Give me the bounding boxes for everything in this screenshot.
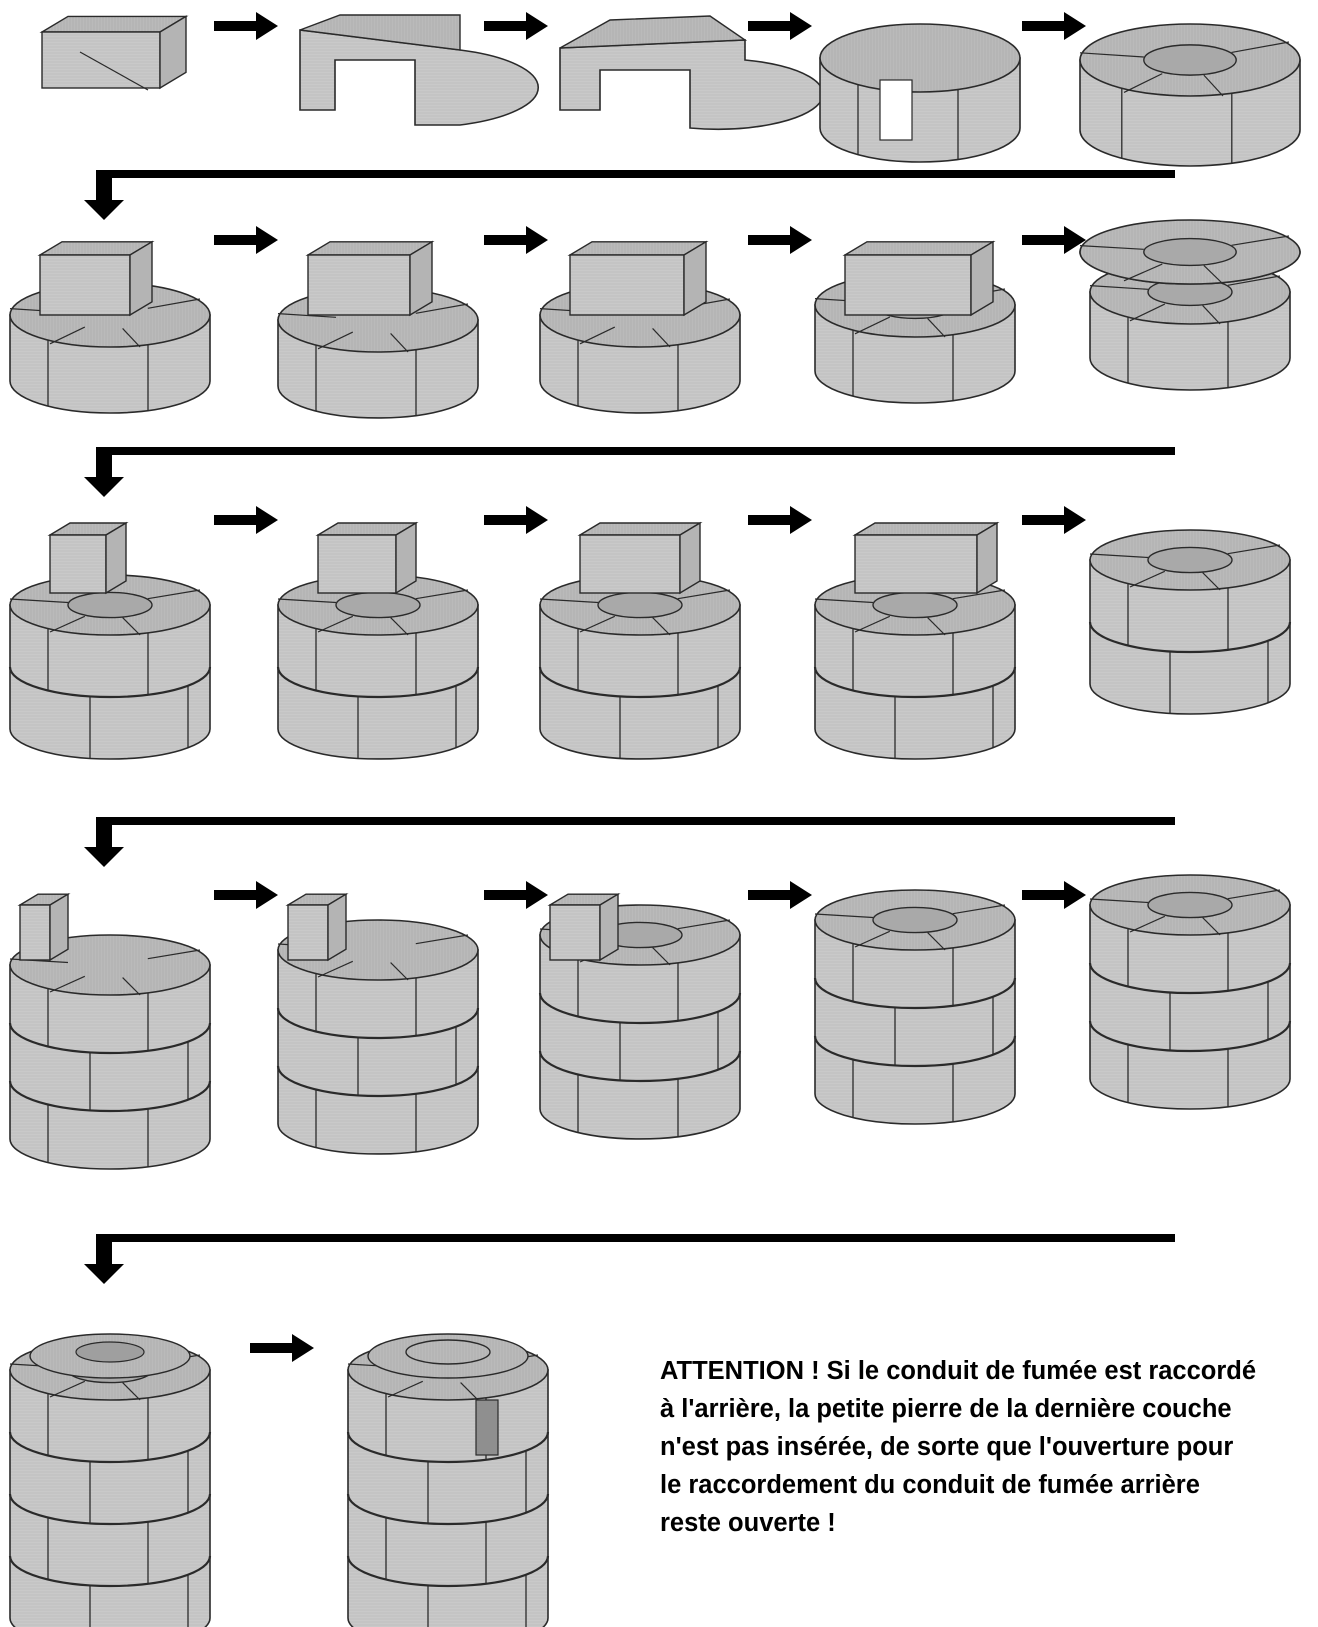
- step-arrows: [214, 12, 1086, 1362]
- stage-3: [559, 15, 824, 131]
- stage-20: [1088, 874, 1292, 1110]
- row-connector-3: [84, 817, 1175, 867]
- stage-8: [539, 240, 741, 414]
- step-arrow-6: [484, 226, 548, 254]
- step-arrow-12: [1022, 506, 1086, 534]
- row-connector-1: [84, 170, 1175, 220]
- stage-13: [538, 521, 742, 760]
- stage-11: [8, 521, 212, 760]
- stage-19: [813, 889, 1017, 1125]
- stage-17: [276, 892, 480, 1155]
- step-arrow-5: [214, 226, 278, 254]
- stage-12: [276, 521, 480, 760]
- step-arrow-8: [1022, 226, 1086, 254]
- step-arrow-2: [484, 12, 548, 40]
- step-arrow-15: [748, 881, 812, 909]
- step-arrow-3: [748, 12, 812, 40]
- stage-7: [277, 240, 479, 419]
- stage-1: [39, 15, 189, 91]
- step-arrow-10: [484, 506, 548, 534]
- flow-connectors: [84, 170, 1175, 1284]
- stage-6: [9, 240, 211, 414]
- step-arrow-7: [748, 226, 812, 254]
- step-arrow-13: [214, 881, 278, 909]
- stage-15: [1088, 529, 1292, 715]
- attention-note: ATTENTION ! Si le conduit de fumée est r…: [660, 1357, 1257, 1537]
- stage-5: [1079, 23, 1301, 167]
- step-arrow-4: [1022, 12, 1086, 40]
- stage-4: [819, 23, 1021, 163]
- stage-10: [1079, 219, 1301, 391]
- step-arrow-14: [484, 881, 548, 909]
- stage-9: [814, 240, 1016, 404]
- row-connector-2: [84, 447, 1175, 497]
- stage-14: [813, 521, 1017, 760]
- step-arrow-9: [214, 506, 278, 534]
- step-arrow-11: [748, 506, 812, 534]
- stage-16: [8, 892, 212, 1170]
- stage-18: [538, 892, 742, 1140]
- step-arrow-1: [214, 12, 278, 40]
- stone-stacks: [8, 14, 1301, 1627]
- row-connector-4: [84, 1234, 1175, 1284]
- stage-22: [346, 1333, 550, 1627]
- step-arrow-17: [250, 1334, 314, 1362]
- step-arrow-16: [1022, 881, 1086, 909]
- stage-21: [8, 1333, 212, 1627]
- stage-2: [299, 14, 540, 126]
